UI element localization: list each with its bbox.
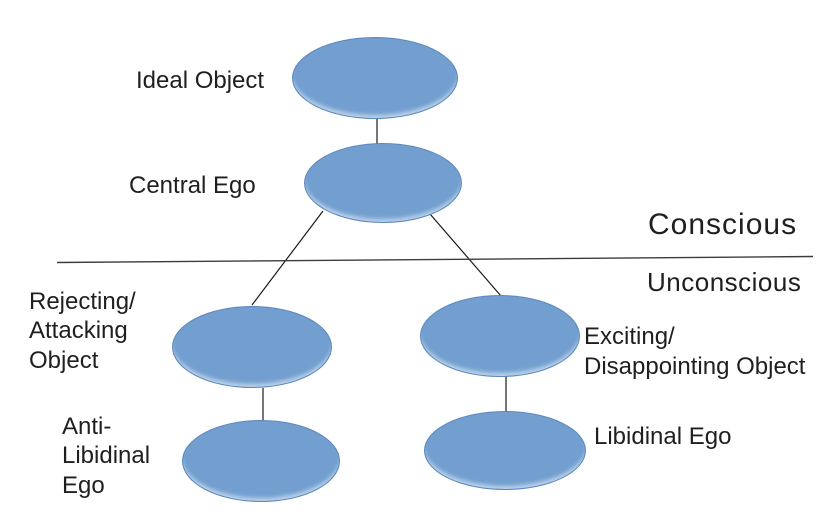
conscious-unconscious-divider — [56, 255, 814, 264]
edge-central-ego-to-rejecting-object — [251, 210, 324, 306]
node-exciting-disappointing-object — [420, 295, 580, 377]
label-libidinal-ego: Libidinal Ego — [594, 423, 732, 450]
node-ideal-object — [292, 37, 458, 119]
label-central-ego: Central Ego — [129, 172, 256, 199]
label-ideal-object: Ideal Object — [136, 67, 265, 94]
label-rejecting-attacking-object: Rejecting/ Attacking Object — [29, 288, 136, 374]
node-libidinal-ego — [424, 411, 586, 490]
label-conscious-region: Conscious — [648, 208, 798, 241]
label-unconscious-region: Unconscious — [647, 267, 802, 297]
label-exciting-disappointing-object: Exciting/ Disappointing Object — [584, 323, 806, 380]
edge-central-ego-to-exciting-object — [429, 213, 502, 297]
node-anti-libidinal-ego — [182, 420, 340, 502]
node-rejecting-attacking-object — [172, 306, 332, 388]
node-central-ego — [304, 143, 462, 223]
label-anti-libidinal-ego: Anti- Libidinal Ego — [62, 413, 151, 499]
